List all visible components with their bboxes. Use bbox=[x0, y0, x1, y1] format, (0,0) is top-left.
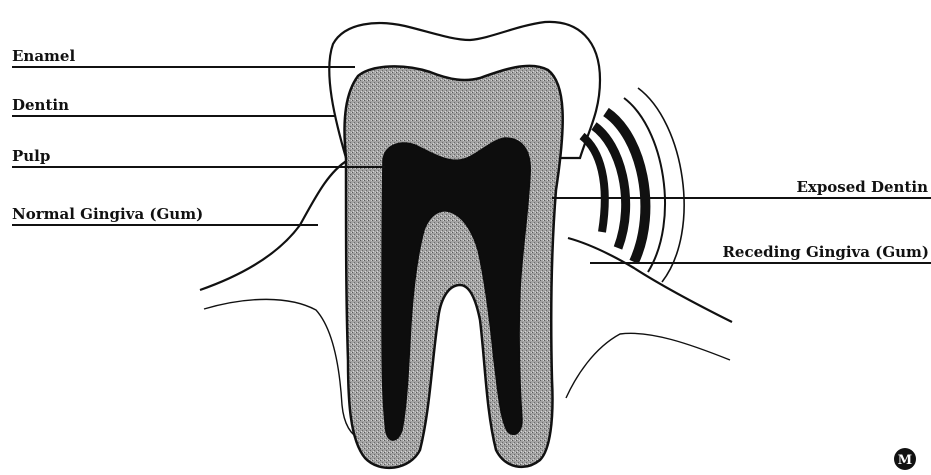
normal-gingiva-label: Normal Gingiva (Gum) bbox=[12, 205, 203, 223]
exposed-dentin-label: Exposed Dentin bbox=[796, 178, 928, 196]
dentin-body bbox=[345, 66, 563, 468]
sensitivity-waves bbox=[582, 88, 684, 282]
receding-gingiva-label: Receding Gingiva (Gum) bbox=[722, 243, 929, 261]
pulp-chamber bbox=[382, 138, 530, 440]
logo-seal-icon: M bbox=[894, 448, 916, 470]
pulp-label: Pulp bbox=[12, 147, 50, 165]
svg-text:M: M bbox=[898, 453, 912, 468]
dentin-label: Dentin bbox=[12, 96, 69, 114]
enamel-label: Enamel bbox=[12, 47, 75, 65]
gum-outline-left bbox=[200, 160, 362, 440]
